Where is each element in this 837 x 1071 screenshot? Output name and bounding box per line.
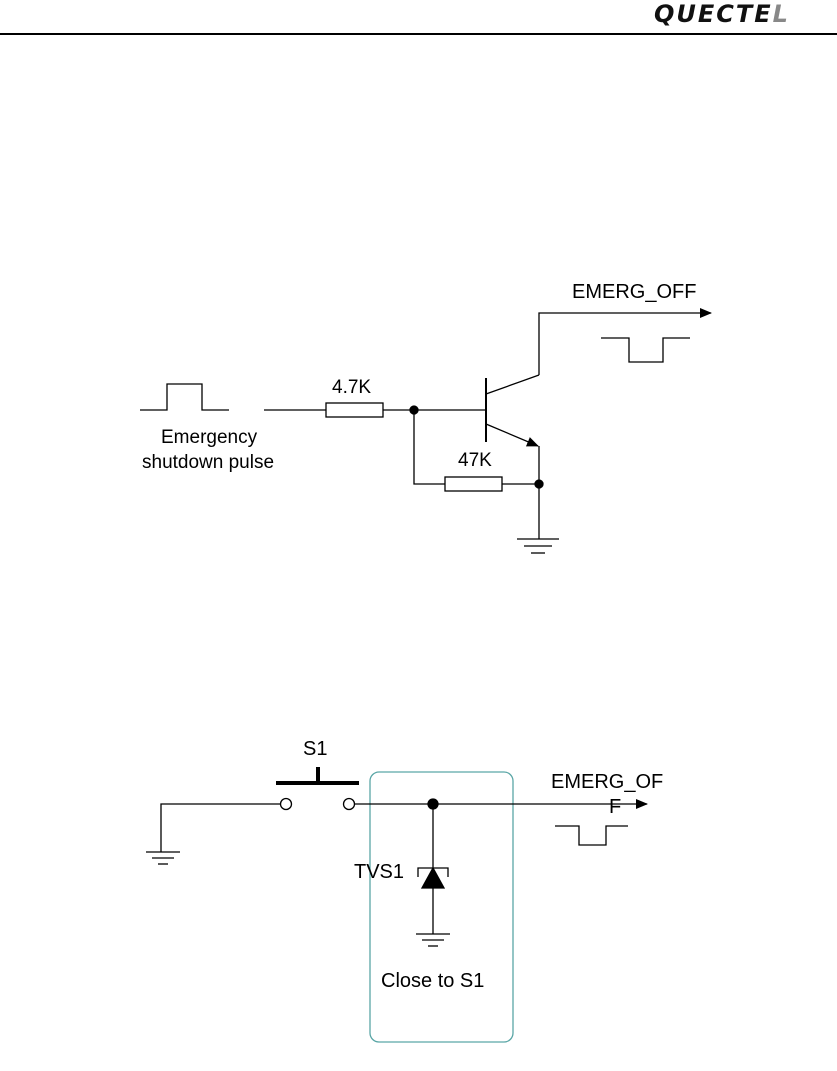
r1-label: 4.7K [332, 377, 371, 398]
ground-symbol-2 [146, 852, 180, 864]
tvs-diode-triangle [422, 868, 444, 888]
emitter-junction-dot [535, 480, 543, 488]
s1-label: S1 [303, 738, 327, 760]
switch-output-pulse-waveform [555, 826, 628, 845]
left-ground-wire [161, 804, 281, 852]
emerg-off-label-1: EMERG_OFF [572, 281, 696, 303]
transistor-collector-leg [486, 375, 539, 394]
resistor-r1 [326, 403, 383, 417]
emerg-off-label-2-line2: F [609, 796, 621, 818]
r2-label: 47K [458, 450, 492, 471]
transistor-emitter-leg [486, 424, 538, 446]
ground-symbol-1 [517, 539, 559, 553]
input-label-line2: shutdown pulse [142, 452, 274, 473]
tvs1-label: TVS1 [354, 861, 404, 883]
collector-output-wire [539, 313, 711, 375]
ground-symbol-3 [416, 934, 450, 946]
close-to-s1-box [370, 772, 513, 1042]
r2-left-wire [414, 410, 445, 484]
close-to-s1-label: Close to S1 [381, 970, 484, 992]
switch-contact-right [344, 799, 355, 810]
resistor-r2 [445, 477, 502, 491]
switch-contact-left [281, 799, 292, 810]
input-label-line1: Emergency [161, 427, 258, 448]
emerg-off-label-2-line1: EMERG_OF [551, 771, 663, 793]
output-pulse-waveform [601, 338, 690, 362]
input-pulse-waveform [140, 384, 229, 410]
switch-circuit [146, 767, 647, 946]
